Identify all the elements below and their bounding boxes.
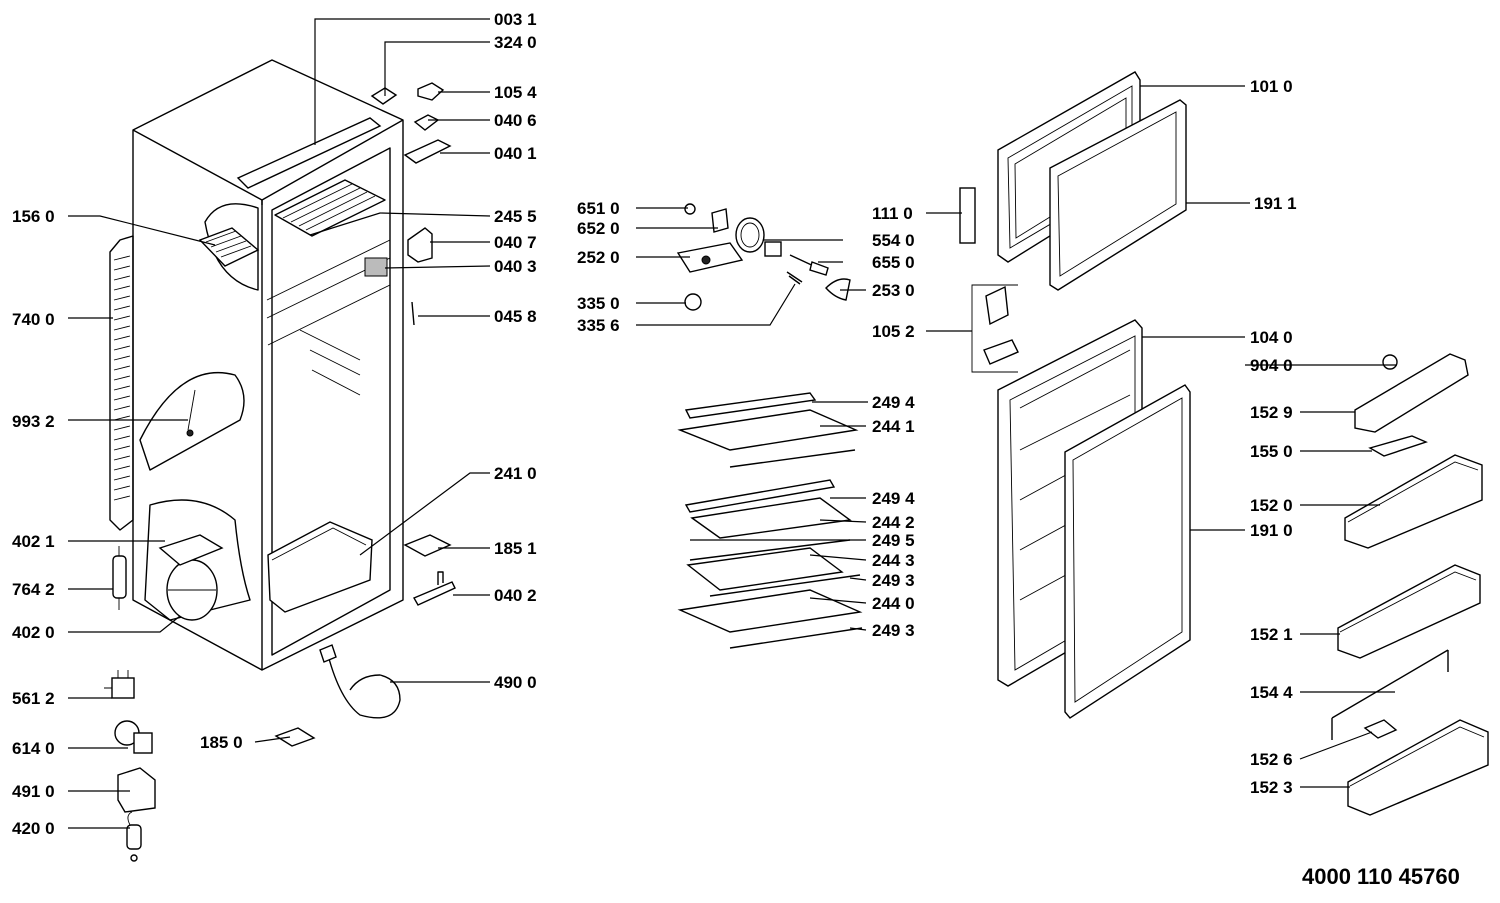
- compressor: [158, 534, 224, 621]
- label-2494a: 249 4: [872, 393, 915, 412]
- label-5540: 554 0: [872, 231, 915, 250]
- label-7400: 740 0: [12, 310, 55, 329]
- middle-hinge: [407, 227, 433, 263]
- wire-shelf: [274, 179, 386, 237]
- label-3350: 335 0: [577, 294, 620, 313]
- label-1521: 152 1: [1250, 625, 1293, 644]
- relay-cover: [117, 767, 156, 813]
- label-1550: 155 0: [1250, 442, 1293, 461]
- condenser: [109, 235, 134, 531]
- label-2494b: 249 4: [872, 489, 915, 508]
- label-3356: 335 6: [577, 316, 620, 335]
- label-0403: 040 3: [494, 257, 537, 276]
- document-number: 4000 110 45760: [1302, 864, 1460, 889]
- leader-lines: [68, 18, 1397, 829]
- label-0401: 040 1: [494, 144, 537, 163]
- label-4021: 402 1: [12, 532, 55, 551]
- fridge-door-gasket: [1064, 384, 1191, 719]
- top-hinge: [403, 139, 452, 164]
- relay: [104, 670, 135, 699]
- hinge-cover-set: [971, 284, 1019, 373]
- capacitor: [126, 811, 142, 862]
- label-1560: 156 0: [12, 207, 55, 226]
- label-0407: 040 7: [494, 233, 537, 252]
- label-4020: 402 0: [12, 623, 55, 642]
- egg-tray: [1368, 435, 1428, 457]
- label-2410: 241 0: [494, 464, 537, 483]
- label-2495: 249 5: [872, 531, 915, 550]
- label-1520: 152 0: [1250, 496, 1293, 515]
- label-6140: 614 0: [12, 739, 55, 758]
- label-1851: 185 1: [494, 539, 537, 558]
- label-0406: 040 6: [494, 111, 537, 130]
- label-4910: 491 0: [12, 782, 55, 801]
- label-5612: 561 2: [12, 689, 55, 708]
- label-2443: 244 3: [872, 551, 915, 570]
- label-1526: 152 6: [1250, 750, 1293, 769]
- label-2530: 253 0: [872, 281, 915, 300]
- cover: [274, 727, 316, 747]
- label-9040: 904 0: [1250, 356, 1293, 375]
- label-4900: 490 0: [494, 673, 537, 692]
- bottle-rail: [1331, 649, 1449, 740]
- label-1544: 154 4: [1250, 683, 1293, 702]
- label-1850: 185 0: [200, 733, 243, 752]
- hinge-bracket: [364, 257, 388, 277]
- label-1052: 105 2: [872, 322, 915, 341]
- glass-shelves: [677, 392, 863, 649]
- label-6510: 651 0: [577, 199, 620, 218]
- cabinet: [132, 59, 404, 671]
- label-2520: 252 0: [577, 248, 620, 267]
- light-thermostat-assembly: [676, 203, 851, 311]
- label-1010: 101 0: [1250, 77, 1293, 96]
- bottom-hinge: [413, 581, 456, 606]
- ice-tray: [198, 227, 260, 267]
- screw-cap: [1382, 354, 1398, 370]
- door-bin-medium: [1337, 564, 1481, 659]
- label-1054: 105 4: [494, 83, 537, 102]
- label-0402: 040 2: [494, 586, 537, 605]
- label-4200: 420 0: [12, 819, 55, 838]
- label-2442: 244 2: [872, 513, 915, 532]
- hinge-plate: [413, 114, 440, 131]
- label-7642: 764 2: [12, 580, 55, 599]
- label-1529: 152 9: [1250, 403, 1293, 422]
- label-6550: 655 0: [872, 253, 915, 272]
- bottle-retainer: [1363, 719, 1398, 739]
- label-1910: 191 0: [1250, 521, 1293, 540]
- label-1110: 111 0: [872, 204, 913, 223]
- label-2455: 245 5: [494, 207, 537, 226]
- part-labels: 003 1 324 0 105 4 040 6 040 1 156 0 245 …: [12, 10, 1460, 889]
- door-bin-large: [1344, 454, 1483, 549]
- label-2441: 244 1: [872, 417, 915, 436]
- label-2493b: 249 3: [872, 621, 915, 640]
- label-1040: 104 0: [1250, 328, 1293, 347]
- label-1523: 152 3: [1250, 778, 1293, 797]
- power-cord: [327, 654, 401, 719]
- label-1911: 191 1: [1254, 194, 1297, 213]
- freezer-door-gasket: [1049, 99, 1187, 291]
- dairy-cover: [1354, 353, 1469, 433]
- label-0458: 045 8: [494, 307, 537, 326]
- label-9932: 993 2: [12, 412, 55, 431]
- label-6520: 652 0: [577, 219, 620, 238]
- label-2493a: 249 3: [872, 571, 915, 590]
- crisper-drawer: [267, 521, 373, 613]
- door-stop: [959, 187, 976, 244]
- hinge-cap: [370, 87, 398, 105]
- cover-plate: [403, 534, 452, 557]
- door-bin-bottom: [1347, 719, 1489, 816]
- filter-drier: [112, 555, 127, 599]
- label-3240: 324 0: [494, 33, 537, 52]
- hinge-bush: [417, 82, 445, 101]
- label-0031: 003 1: [494, 10, 537, 29]
- label-2440: 244 0: [872, 594, 915, 613]
- hinge-pin: [411, 301, 415, 326]
